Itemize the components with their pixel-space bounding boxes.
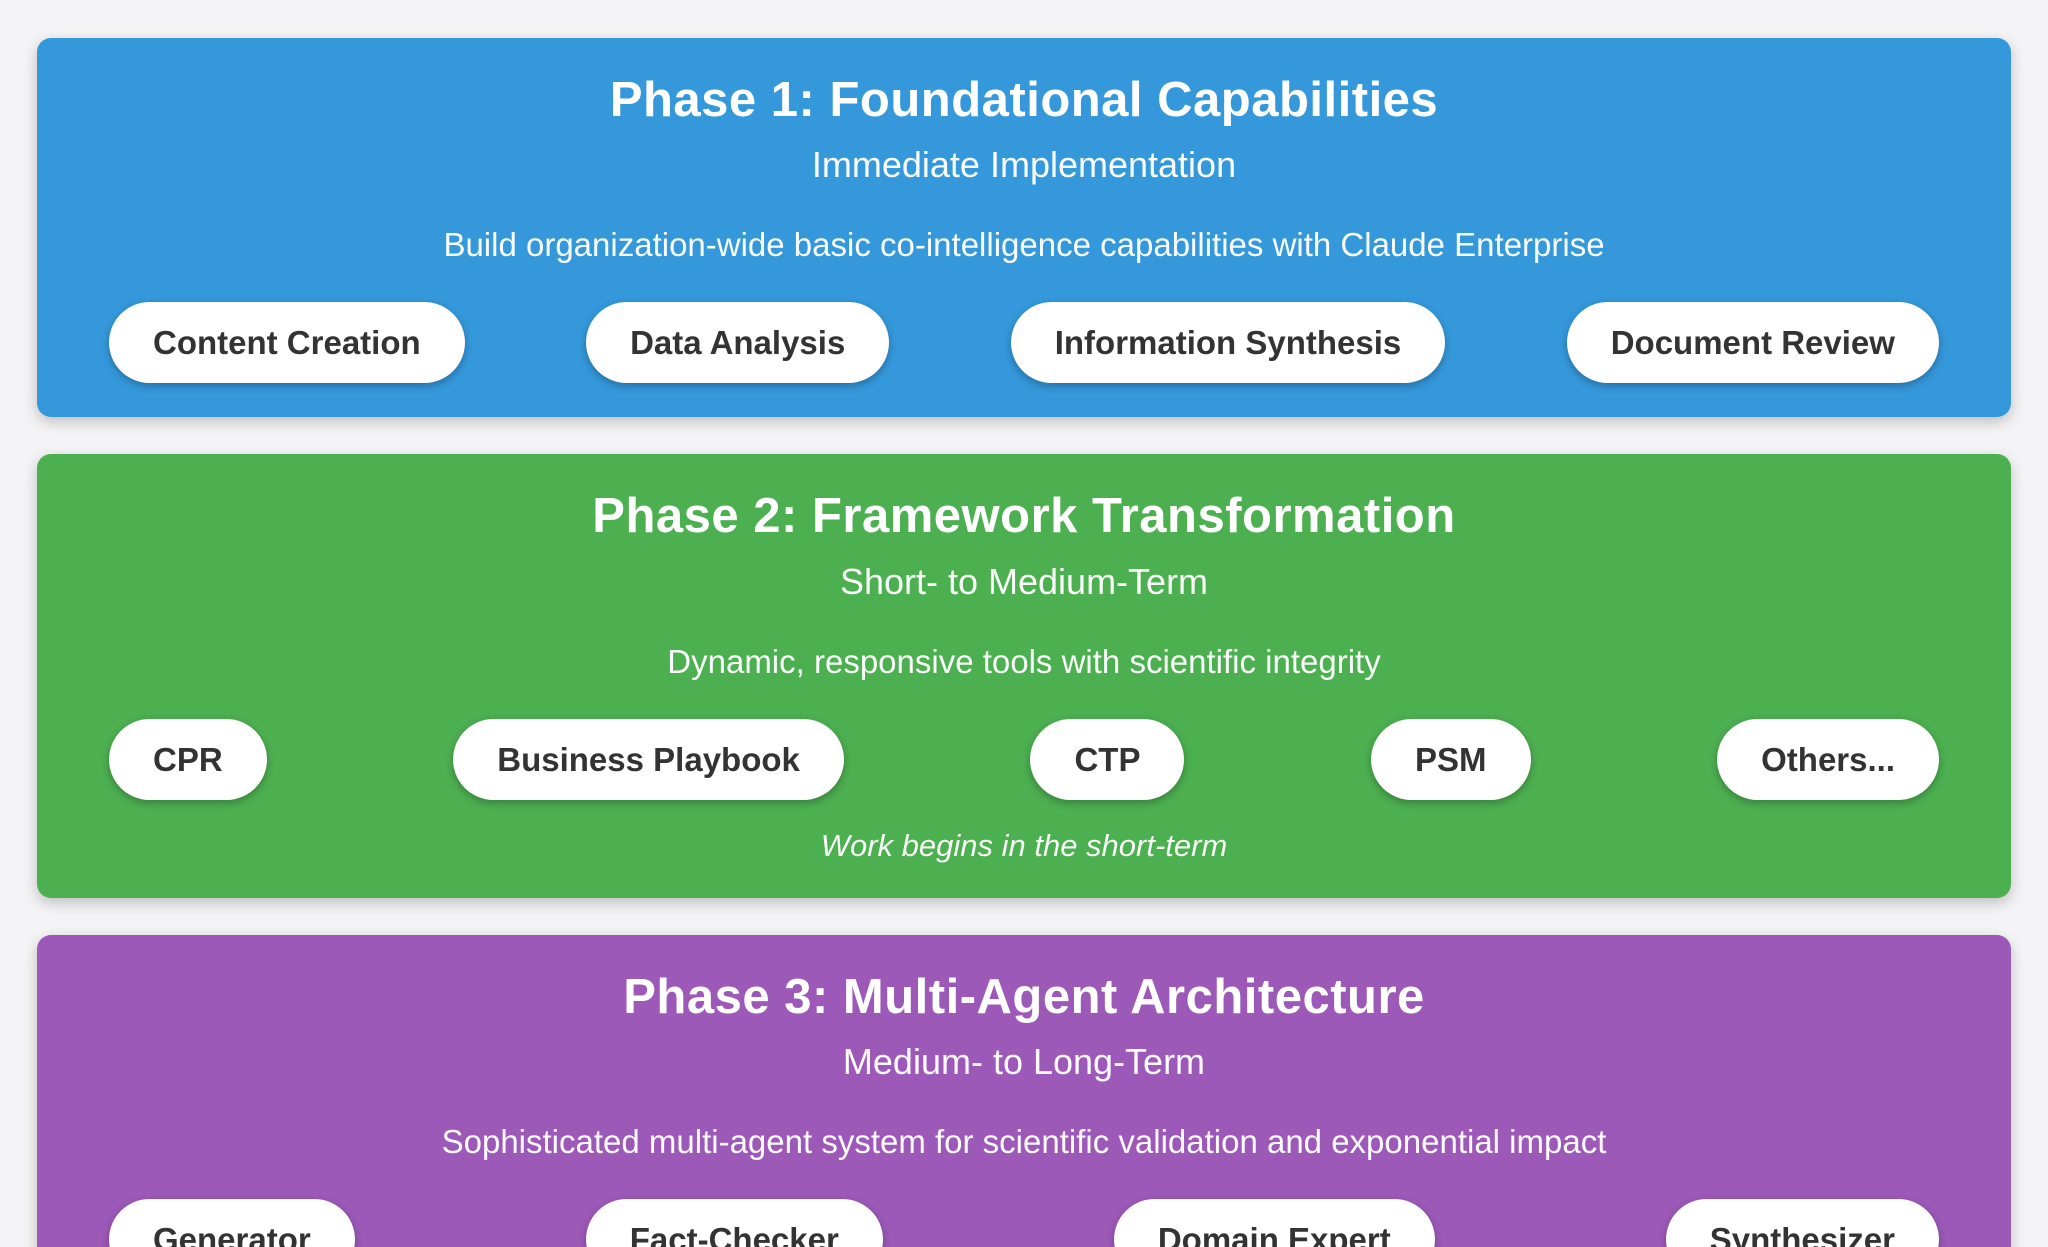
pill-data-analysis: Data Analysis <box>586 302 890 384</box>
phase-2-description: Dynamic, responsive tools with scientifi… <box>667 642 1381 680</box>
phase-2-banner: Phase 2: Framework Transformation Short-… <box>37 454 2011 898</box>
phase-2-note: Work begins in the short-term <box>820 827 1228 863</box>
pill-business-playbook: Business Playbook <box>453 718 844 800</box>
pill-document-review: Document Review <box>1566 302 1939 384</box>
phase-1-pill-row: Content Creation Data Analysis Informati… <box>37 302 2011 384</box>
phase-3-pill-row: Generator Fact-Checker Domain Expert Syn… <box>37 1199 2011 1247</box>
pill-domain-expert: Domain Expert <box>1113 1199 1435 1247</box>
phase-3-title: Phase 3: Multi-Agent Architecture <box>623 969 1425 1024</box>
phase-1-banner: Phase 1: Foundational Capabilities Immed… <box>37 38 2011 418</box>
pill-synthesizer: Synthesizer <box>1665 1199 1939 1247</box>
phase-1-title: Phase 1: Foundational Capabilities <box>609 73 1439 127</box>
pill-generator: Generator <box>109 1199 355 1247</box>
pill-others: Others... <box>1717 718 1939 800</box>
phase-3-description: Sophisticated multi-agent system for sci… <box>441 1123 1607 1161</box>
phase-1-description: Build organization-wide basic co-intelli… <box>443 226 1605 264</box>
pill-cpr: CPR <box>109 718 267 800</box>
phase-2-pill-row: CPR Business Playbook CTP PSM Others... <box>37 718 2011 800</box>
phase-2-title: Phase 2: Framework Transformation <box>592 489 1456 544</box>
phase-3-timeframe: Medium- to Long-Term <box>842 1041 1206 1083</box>
pill-content-creation: Content Creation <box>109 302 465 384</box>
pill-information-synthesis: Information Synthesis <box>1010 302 1446 384</box>
pill-psm: PSM <box>1371 718 1531 800</box>
pill-fact-checker: Fact-Checker <box>585 1199 883 1247</box>
phase-2-timeframe: Short- to Medium-Term <box>839 560 1209 602</box>
pill-ctp: CTP <box>1030 718 1185 800</box>
phase-3-banner: Phase 3: Multi-Agent Architecture Medium… <box>37 934 2011 1247</box>
phase-1-timeframe: Immediate Implementation <box>811 144 1237 186</box>
